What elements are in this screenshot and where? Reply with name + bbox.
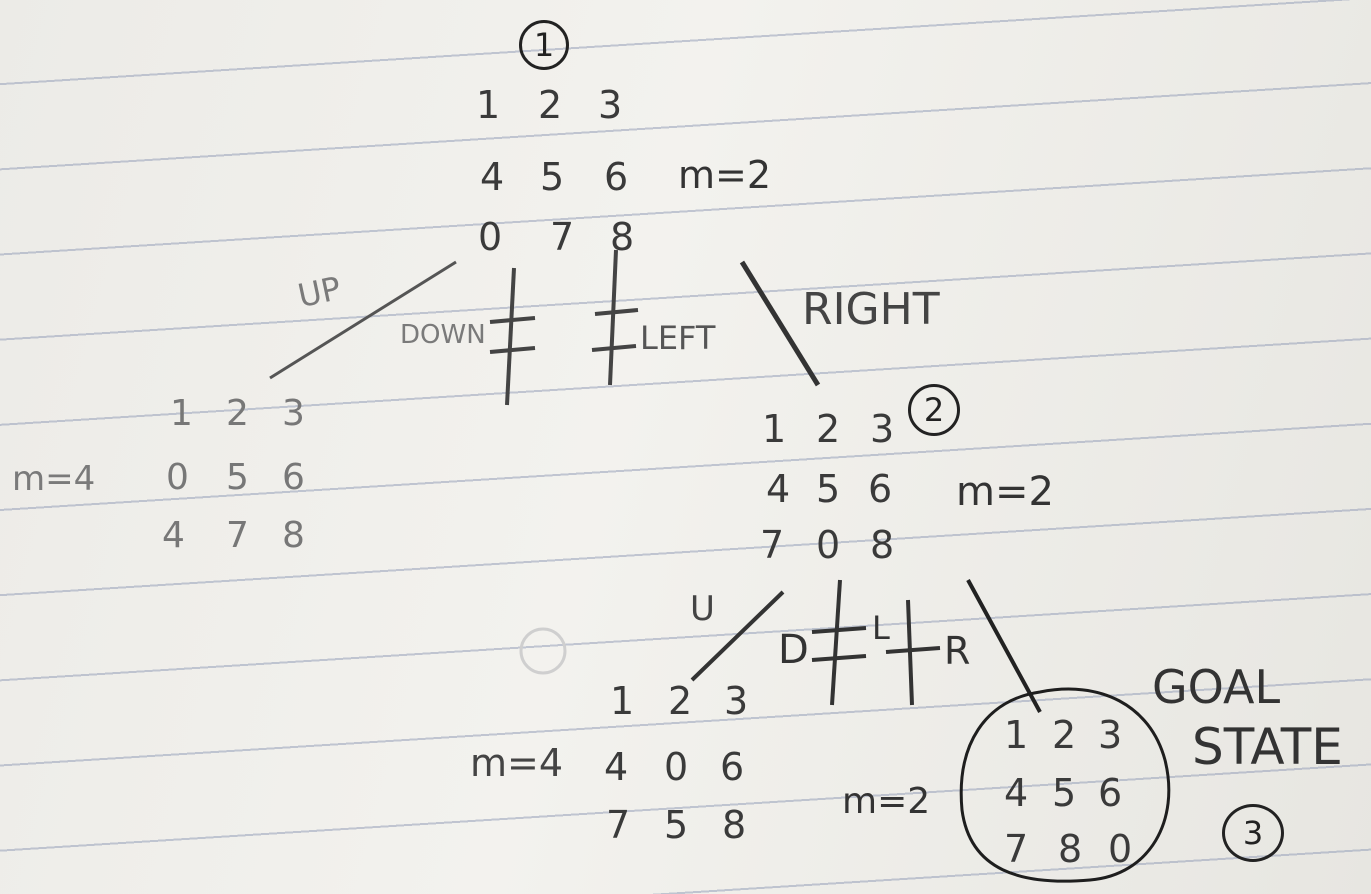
node-u-r0c0: 1	[610, 679, 635, 723]
node-u-m-value: m=4	[470, 741, 564, 785]
node2-r1c2: 6	[868, 467, 893, 511]
goal-label-line1: GOAL	[1152, 660, 1281, 714]
node1-r1c2: 6	[604, 155, 629, 199]
branch-d-label: D	[778, 627, 809, 673]
node2-r1c1: 5	[816, 467, 841, 511]
branch-l-label: L	[872, 609, 890, 647]
faint-erased-mark	[519, 627, 567, 675]
node2-r2c0: 7	[760, 523, 785, 567]
goal-r0c2: 3	[1098, 713, 1123, 757]
node-u-r2c2: 8	[722, 803, 747, 847]
goal-r2c1: 8	[1058, 827, 1083, 871]
goal-r2c2: 0	[1108, 827, 1133, 871]
branch-u-label: U	[690, 589, 715, 629]
node-up-r1c2: 6	[282, 457, 305, 498]
branch-right-label: RIGHT	[802, 284, 940, 335]
node1-r0c1: 2	[538, 83, 563, 127]
node2-r0c2: 3	[870, 407, 895, 451]
goal-r1c2: 6	[1098, 771, 1123, 815]
node1-r0c2: 3	[598, 83, 623, 127]
branch-r-line	[966, 579, 1042, 713]
branch-r-label: R	[944, 629, 971, 673]
node-up-r0c1: 2	[226, 393, 249, 434]
node-up-m-value: m=4	[12, 459, 96, 499]
goal-number: 3	[1242, 814, 1264, 852]
goal-r2c0: 7	[1004, 827, 1029, 871]
node1-r0c0: 1	[476, 83, 501, 127]
goal-number-circle: 3	[1222, 804, 1284, 862]
goal-r1c1: 5	[1052, 771, 1077, 815]
branch-right-line	[739, 260, 821, 387]
node-up-r0c2: 3	[282, 393, 305, 434]
goal-label-line2: STATE	[1192, 718, 1343, 776]
goal-m-value: m=2	[842, 781, 931, 822]
goal-circle	[959, 687, 1171, 883]
node1-r2c1: 7	[550, 215, 575, 259]
node2-number: 2	[923, 391, 945, 429]
node1-r1c0: 4	[480, 155, 505, 199]
node-up-r1c1: 5	[226, 457, 249, 498]
branch-left-label: LEFT	[640, 319, 716, 357]
branch-up-line	[269, 260, 457, 380]
branch-down-line	[505, 267, 516, 406]
node1-number-circle: 1	[519, 20, 569, 70]
node2-r1c0: 4	[766, 467, 791, 511]
node-u-r2c0: 7	[606, 803, 631, 847]
node-u-r0c1: 2	[668, 679, 693, 723]
branch-left-strike-2	[591, 344, 637, 352]
branch-l-line	[906, 599, 914, 706]
node-u-r1c1: 0	[664, 745, 689, 789]
node-u-r1c2: 6	[720, 745, 745, 789]
node2-r2c2: 8	[870, 523, 895, 567]
node2-r0c0: 1	[762, 407, 787, 451]
node1-r2c2: 8	[610, 215, 635, 259]
branch-up-label: UP	[294, 268, 345, 316]
node2-r2c1: 0	[816, 523, 841, 567]
branch-u-line	[690, 590, 785, 682]
branch-d-line	[830, 579, 842, 706]
node-up-r2c1: 7	[226, 515, 249, 556]
node1-m-value: m=2	[678, 153, 772, 197]
goal-r0c0: 1	[1004, 713, 1029, 757]
branch-d-strike-2	[811, 654, 867, 662]
node-up-r0c0: 1	[170, 393, 193, 434]
node-up-r1c0: 0	[166, 457, 189, 498]
branch-left-strike-1	[594, 308, 639, 316]
branch-d-strike-1	[811, 626, 867, 634]
node-up-r2c0: 4	[162, 515, 185, 556]
goal-r0c1: 2	[1052, 713, 1077, 757]
branch-left-line	[608, 249, 618, 386]
node-up-r2c2: 8	[282, 515, 305, 556]
node1-r2c0: 0	[478, 215, 503, 259]
node2-number-circle: 2	[908, 384, 960, 436]
branch-down-label: DOWN	[400, 320, 486, 350]
node1-r1c1: 5	[540, 155, 565, 199]
node2-m-value: m=2	[956, 469, 1054, 515]
node-u-r0c2: 3	[724, 679, 749, 723]
node2-r0c1: 2	[816, 407, 841, 451]
branch-l-strike	[885, 646, 941, 654]
goal-r1c0: 4	[1004, 771, 1029, 815]
node-u-r2c1: 5	[664, 803, 689, 847]
branch-down-strike-2	[489, 346, 536, 354]
branch-down-strike-1	[489, 316, 536, 324]
node-u-r1c0: 4	[604, 745, 629, 789]
node1-number: 1	[533, 26, 555, 64]
